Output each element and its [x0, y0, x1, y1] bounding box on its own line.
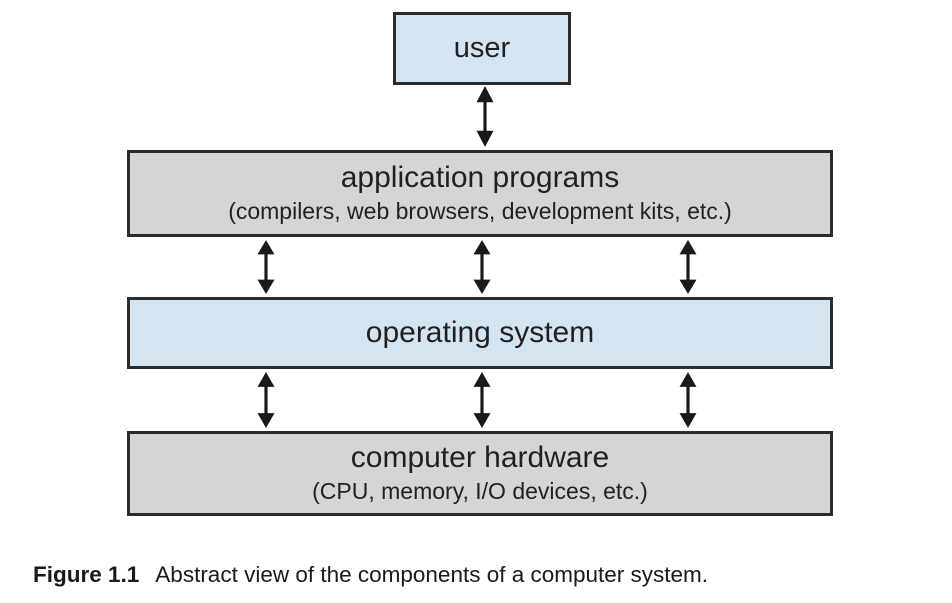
- bidirectional-arrow-icon: [675, 240, 701, 294]
- user-box: user: [393, 12, 571, 85]
- bidirectional-arrow-icon: [469, 240, 495, 294]
- bidirectional-arrow-icon: [253, 240, 279, 294]
- computer-hardware-sublabel: (CPU, memory, I/O devices, etc.): [312, 478, 648, 505]
- computer-hardware-box: computer hardware (CPU, memory, I/O devi…: [127, 431, 833, 516]
- operating-system-label: operating system: [365, 315, 595, 349]
- figure-caption-text: Abstract view of the components of a com…: [155, 562, 709, 587]
- bidirectional-arrow-icon: [472, 86, 498, 147]
- figure-caption: Figure 1.1 Abstract view of the component…: [33, 562, 708, 588]
- bidirectional-arrow-icon: [469, 372, 495, 428]
- figure-caption-number: Figure 1.1: [33, 562, 140, 587]
- application-programs-box: application programs (compilers, web bro…: [127, 150, 833, 237]
- bidirectional-arrow-icon: [253, 372, 279, 428]
- user-box-label: user: [453, 31, 511, 64]
- application-programs-sublabel: (compilers, web browsers, development ki…: [228, 198, 732, 225]
- application-programs-label: application programs: [340, 160, 620, 194]
- operating-system-box: operating system: [127, 297, 833, 369]
- computer-hardware-label: computer hardware: [350, 440, 610, 474]
- bidirectional-arrow-icon: [675, 372, 701, 428]
